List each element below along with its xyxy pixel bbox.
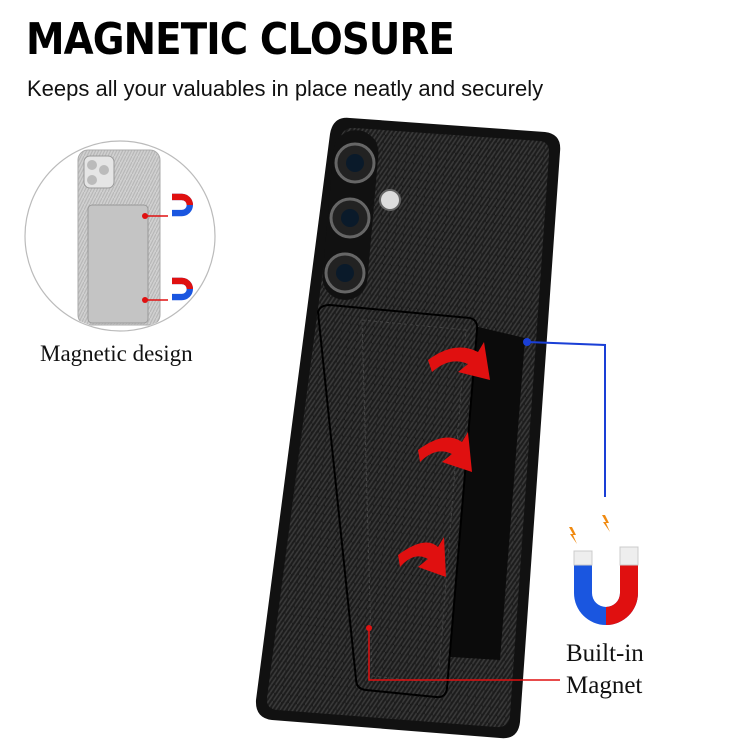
curved-arrow-icon bbox=[398, 342, 490, 577]
built-in-magnet-caption: Built-in Magnet bbox=[566, 638, 644, 702]
subheadline: Keeps all your valuables in place neatly… bbox=[27, 76, 544, 101]
red-callout-line bbox=[366, 625, 560, 681]
camera-lens-icon bbox=[322, 130, 401, 300]
blue-callout-line bbox=[523, 338, 606, 497]
headline: MAGNETIC CLOSURE bbox=[26, 14, 455, 65]
magnetic-design-caption: Magnetic design bbox=[40, 341, 193, 366]
inset-magnetic-design bbox=[24, 140, 216, 332]
phone-case bbox=[255, 117, 561, 739]
caption-line-1: Built-in bbox=[566, 640, 644, 667]
magnet-icon bbox=[172, 193, 193, 217]
magnet-icon bbox=[172, 277, 193, 301]
caption-line-2: Magnet bbox=[566, 672, 643, 699]
magnet-icon bbox=[569, 515, 639, 625]
